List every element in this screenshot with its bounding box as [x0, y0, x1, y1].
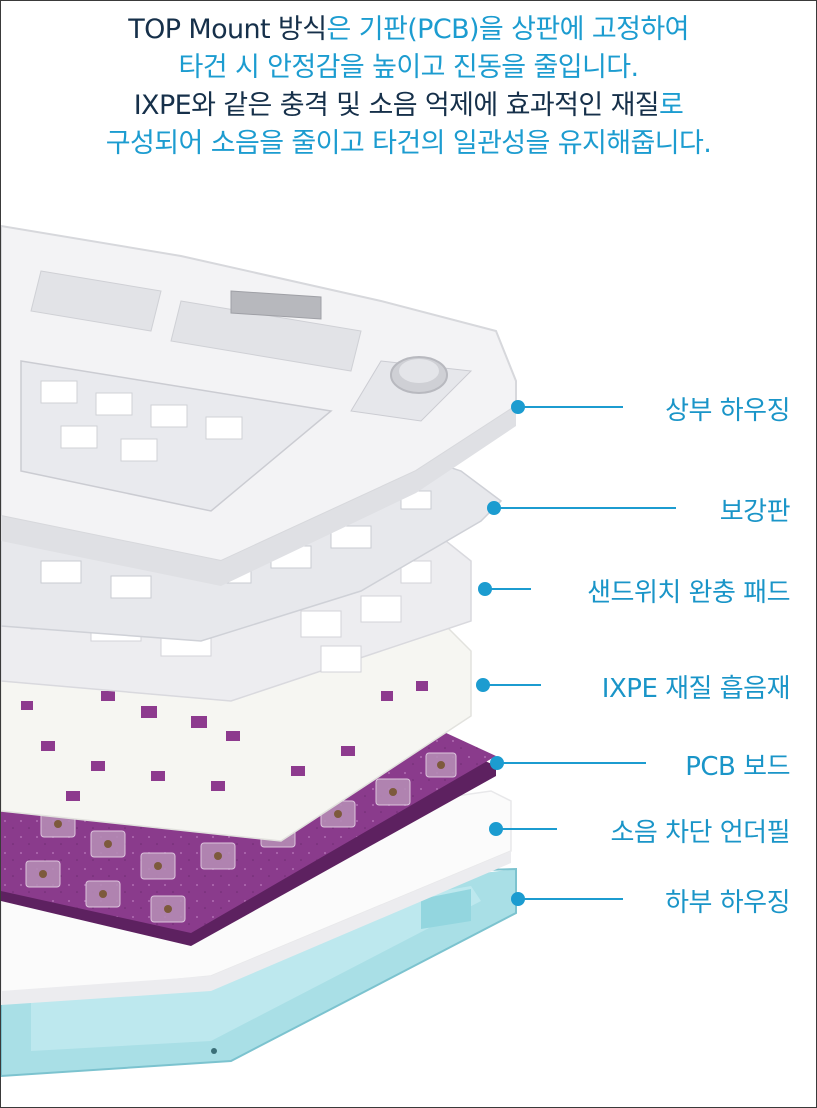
leader-dot-top-housing — [511, 400, 525, 414]
label-top-housing: 상부 하우징 — [665, 396, 790, 426]
leader-dot-plate — [487, 501, 501, 515]
label-noise-underfill: 소음 차단 언더필 — [610, 818, 791, 848]
leader-dot-bottom-housing — [511, 892, 525, 906]
leader-dot-sandwich-pad — [478, 582, 492, 596]
leader-dot-pcb — [490, 756, 504, 770]
label-bottom-housing: 하부 하우징 — [665, 888, 790, 918]
headline-line-4: 구성되어 소음을 줄이고 타건의 일관성을 유지해줍니다. — [105, 128, 712, 159]
headline-line-1: TOP Mount 방식은 기판(PCB)을 상판에 고정하여 — [128, 14, 689, 45]
headline: TOP Mount 방식은 기판(PCB)을 상판에 고정하여 타건 시 안정감… — [1, 11, 816, 163]
label-ixpe-foam: IXPE 재질 흡음재 — [601, 674, 791, 704]
label-sandwich-pad: 샌드위치 완충 패드 — [587, 578, 790, 608]
headline-line-3: IXPE와 같은 충격 및 소음 억제에 효과적인 재질로 — [133, 90, 684, 121]
leader-dot-ixpe — [476, 678, 490, 692]
leader-dot-underfill — [489, 822, 503, 836]
leader-lines — [476, 400, 676, 906]
top-housing-layer — [1, 224, 517, 586]
headline-line-2: 타건 시 안정감을 높이고 진동을 줄입니다. — [178, 52, 640, 83]
label-pcb-board: PCB 보드 — [685, 752, 790, 782]
label-reinforcement-plate: 보강판 — [719, 497, 791, 527]
